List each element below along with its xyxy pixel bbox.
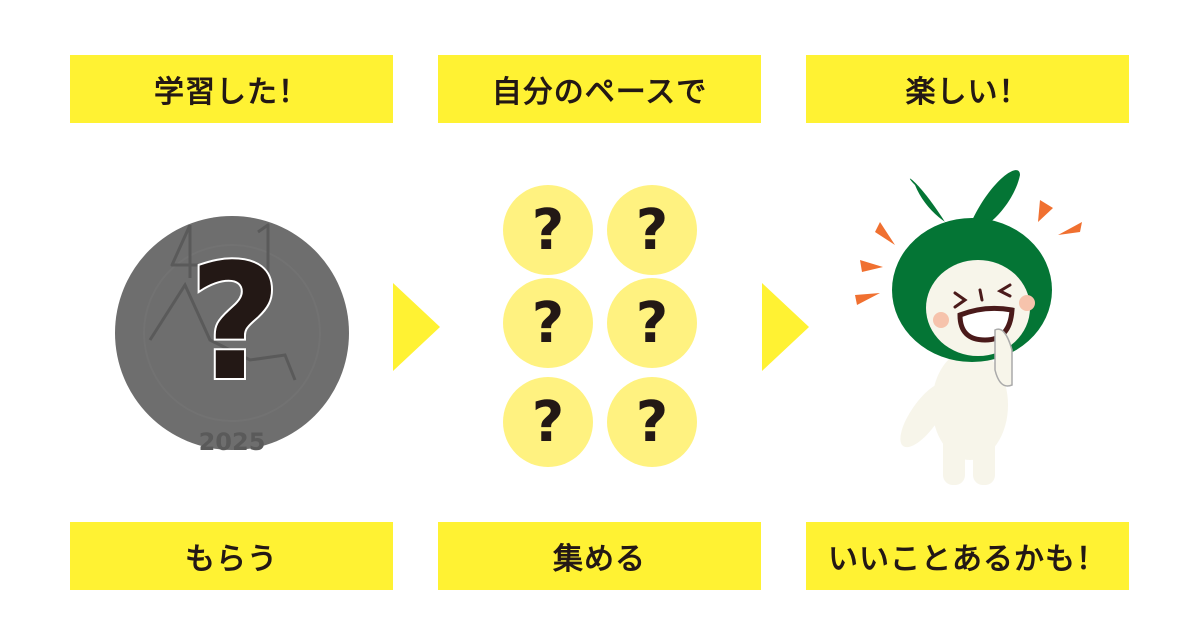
- happy-character: [855, 170, 1082, 485]
- mystery-item: ?: [503, 377, 593, 467]
- step2-heading: 自分のペースで: [438, 55, 761, 123]
- question-mark-icon: ?: [189, 229, 282, 416]
- coin-year: 2025: [199, 428, 266, 456]
- step1-heading: 学習した！: [70, 55, 393, 123]
- mystery-item: ?: [607, 278, 697, 368]
- step3-heading: 楽しい！: [806, 55, 1129, 123]
- arrow-right-icon: [762, 283, 809, 371]
- coin-numbers-engraving: [170, 223, 270, 278]
- sparkle-icon: [855, 200, 1082, 305]
- step3-caption: いいことあるかも！: [806, 522, 1129, 590]
- step1-caption: もらう: [70, 522, 393, 590]
- mystery-item: ?: [607, 377, 697, 467]
- mystery-item: ?: [503, 185, 593, 275]
- mystery-item: ?: [503, 278, 593, 368]
- mystery-coin: 2025 ?: [115, 216, 349, 456]
- arrow-right-icon: [393, 283, 440, 371]
- step2-caption: 集める: [438, 522, 761, 590]
- mystery-item: ?: [607, 185, 697, 275]
